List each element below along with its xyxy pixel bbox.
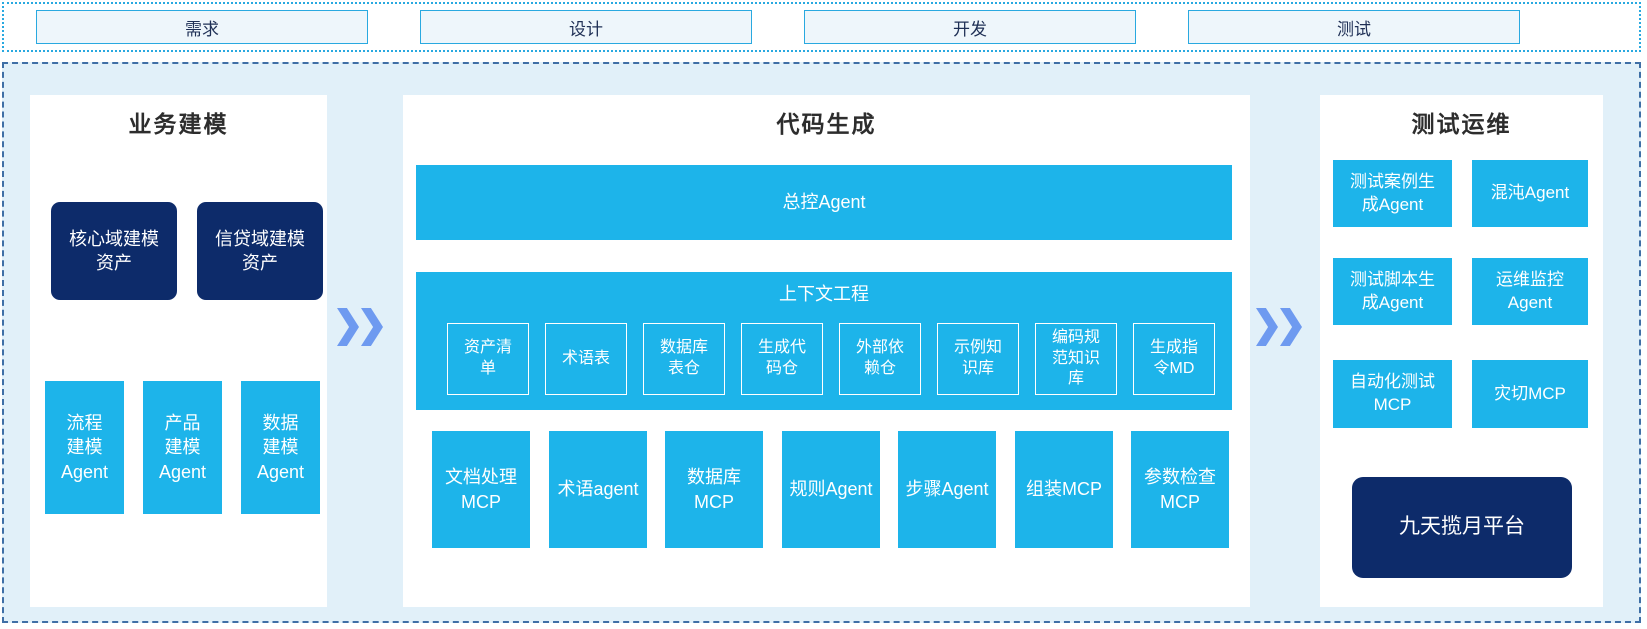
main-container: 业务建模 核心域建模 资产 信贷域建模 资产 流程 建模 Agent 产品 建模… xyxy=(2,62,1641,623)
phase-box-testing: 测试 xyxy=(1188,10,1520,44)
phase-label: 需求 xyxy=(185,19,219,39)
terminology-agent-box: 术语agent xyxy=(549,431,647,548)
ops-monitoring-agent-box: 运维监控 Agent xyxy=(1472,258,1588,325)
business-modeling-panel: 业务建模 核心域建模 资产 信贷域建模 资产 流程 建模 Agent 产品 建模… xyxy=(30,95,327,607)
code-generation-panel: 代码生成 总控Agent 上下文工程 资产清 单 术语表 数据库 表仓 生成代 … xyxy=(403,95,1250,607)
double-chevron-right-icon xyxy=(1254,305,1304,349)
db-table-repo-box: 数据库 表仓 xyxy=(643,323,725,395)
panel-title-code-generation: 代码生成 xyxy=(776,111,877,137)
phase-label: 测试 xyxy=(1337,19,1371,39)
generated-code-repo-box: 生成代 码仓 xyxy=(741,323,823,395)
parameter-check-mcp-box: 参数检查 MCP xyxy=(1131,431,1229,548)
step-agent-box: 步骤Agent xyxy=(898,431,996,548)
phase-label: 开发 xyxy=(953,19,987,39)
coding-standard-knowledge-base-box: 编码规 范知识 库 xyxy=(1035,323,1117,395)
double-chevron-right-icon xyxy=(335,305,385,349)
database-mcp-box: 数据库 MCP xyxy=(665,431,763,548)
disaster-switch-mcp-box: 灾切MCP xyxy=(1472,360,1588,428)
context-engineering-title: 上下文工程 xyxy=(779,284,869,304)
generation-instruction-md-box: 生成指 令MD xyxy=(1133,323,1215,395)
phase-box-requirements: 需求 xyxy=(36,10,368,44)
phase-strip: 需求 设计 开发 测试 xyxy=(2,2,1641,52)
automated-test-mcp-box: 自动化测试 MCP xyxy=(1333,360,1452,428)
panel-title-test-ops: 测试运维 xyxy=(1411,111,1512,137)
chevron-right-icon xyxy=(1256,308,1278,346)
asset-list-box: 资产清 单 xyxy=(447,323,529,395)
external-dependency-repo-box: 外部依 赖仓 xyxy=(839,323,921,395)
glossary-box: 术语表 xyxy=(545,323,627,395)
example-knowledge-base-box: 示例知 识库 xyxy=(937,323,1019,395)
data-modeling-agent-box: 数据 建模 Agent xyxy=(241,381,320,514)
asset-box-credit-domain: 信贷域建模 资产 xyxy=(197,202,323,300)
panel-title-business-modeling: 业务建模 xyxy=(128,111,229,137)
jiutian-lanyue-platform-box: 九天揽月平台 xyxy=(1352,477,1572,578)
asset-box-core-domain: 核心域建模 资产 xyxy=(51,202,177,300)
test-script-generation-agent-box: 测试脚本生 成Agent xyxy=(1333,258,1452,325)
document-processing-mcp-box: 文档处理 MCP xyxy=(432,431,530,548)
rule-agent-box: 规则Agent xyxy=(782,431,880,548)
context-engineering-group: 上下文工程 资产清 单 术语表 数据库 表仓 生成代 码仓 外部依 赖仓 示例知… xyxy=(416,272,1232,410)
phase-label: 设计 xyxy=(569,19,603,39)
chevron-right-icon xyxy=(361,308,383,346)
chevron-right-icon xyxy=(337,308,359,346)
chevron-right-icon xyxy=(1280,308,1302,346)
phase-box-design: 设计 xyxy=(420,10,752,44)
assembly-mcp-box: 组装MCP xyxy=(1015,431,1113,548)
chaos-agent-box: 混沌Agent xyxy=(1472,160,1588,227)
test-ops-panel: 测试运维 测试案例生 成Agent 混沌Agent 测试脚本生 成Agent 运… xyxy=(1320,95,1603,607)
test-case-generation-agent-box: 测试案例生 成Agent xyxy=(1333,160,1452,227)
phase-box-development: 开发 xyxy=(804,10,1136,44)
master-control-agent-bar: 总控Agent xyxy=(416,165,1232,240)
process-modeling-agent-box: 流程 建模 Agent xyxy=(45,381,124,514)
product-modeling-agent-box: 产品 建模 Agent xyxy=(143,381,222,514)
